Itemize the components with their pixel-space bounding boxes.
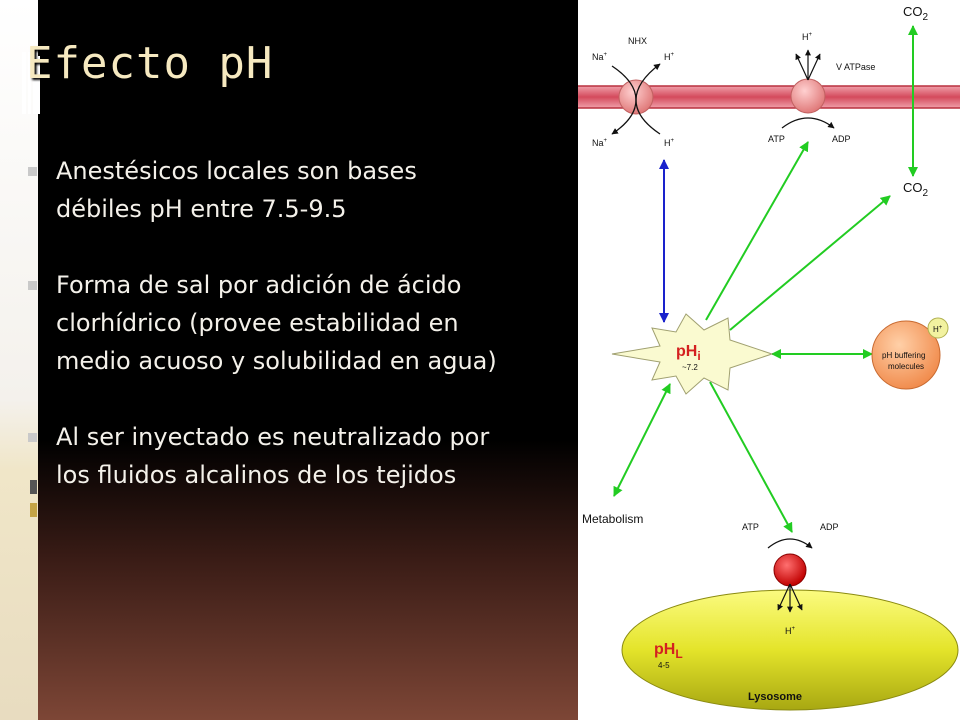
lysosome-arrow	[709, 381, 793, 533]
decorative-square	[30, 480, 37, 494]
phl-value: 4-5	[658, 661, 670, 670]
nhx-label: NHX	[628, 36, 647, 46]
bullet-marker	[28, 433, 37, 442]
adp-label: ADP	[832, 134, 851, 144]
v-atpase-pump	[781, 49, 835, 129]
ph-regulation-diagram: NHX Na+ H+ Na+ H+ H+ V ATPase ATP ADP CO…	[578, 0, 960, 720]
ph-buffering-molecules	[871, 320, 941, 390]
lysosome-label: Lysosome	[748, 691, 802, 703]
h-atpase-label: H+	[802, 32, 813, 42]
co2-mid-label: CO2	[903, 180, 929, 199]
buffer-label-line1: pH buffering	[882, 351, 925, 360]
decorative-edge-strip	[0, 0, 38, 720]
h-bottom-label: H+	[664, 138, 675, 148]
lysosome-pump	[767, 538, 813, 613]
co2-top-label: CO2	[903, 4, 929, 23]
phl-label: pHL	[654, 641, 683, 661]
bullet-line: clorhídrico (provee estabilidad en	[56, 309, 459, 337]
decorative-bar	[22, 52, 26, 114]
buffer-proton-label: H+	[933, 325, 943, 334]
na-top-label: Na+	[592, 52, 608, 62]
bullet-line: Forma de sal por adición de ácido	[56, 271, 462, 299]
h-top-label: H+	[664, 52, 675, 62]
bullet-line: los fluidos alcalinos de los tejidos	[56, 461, 457, 489]
metabolism-label: Metabolism	[582, 512, 643, 526]
phi-label: pHi	[676, 343, 701, 363]
vatpase-label: V ATPase	[836, 62, 875, 72]
buffer-label-line2: molecules	[888, 362, 924, 371]
lyso-adp-label: ADP	[820, 522, 839, 532]
decorative-bar	[38, 56, 40, 114]
atp-to-phi-arrow	[705, 141, 809, 321]
bullet-item: Forma de sal por adición de ácido clorhí…	[26, 266, 578, 380]
bullet-line: medio acuoso y solubilidad en agua)	[56, 347, 497, 375]
co2-to-phi-arrow	[729, 195, 891, 331]
bullet-marker	[28, 281, 37, 290]
intracellular-ph-star	[611, 313, 774, 395]
nhx-exchanger	[611, 63, 661, 135]
bullet-line: débiles pH entre 7.5-9.5	[56, 195, 347, 223]
bullet-list: Anestésicos locales son bases débiles pH…	[26, 152, 578, 494]
metabolism-arrow	[613, 383, 671, 497]
lyso-h-label: H+	[785, 626, 796, 636]
edge-strip-gradient	[0, 0, 38, 720]
cell-membrane	[578, 86, 960, 108]
atp-label: ATP	[768, 134, 785, 144]
decorative-bar	[33, 52, 38, 114]
phi-value: ~7.2	[682, 363, 698, 372]
slide-text-panel	[0, 0, 578, 720]
decorative-square	[30, 503, 37, 517]
lyso-atp-label: ATP	[742, 522, 759, 532]
bullet-item: Anestésicos locales son bases débiles pH…	[26, 152, 578, 228]
na-bottom-label: Na+	[592, 138, 608, 148]
bullet-item: Al ser inyectado es neutralizado por los…	[26, 418, 578, 494]
bullet-marker	[28, 167, 37, 176]
buffer-proton	[927, 317, 949, 339]
slide-title: Efecto pH	[26, 38, 274, 89]
bullet-line: Anestésicos locales son bases	[56, 157, 417, 185]
bullet-line: Al ser inyectado es neutralizado por	[56, 423, 490, 451]
decorative-bar	[28, 52, 31, 114]
